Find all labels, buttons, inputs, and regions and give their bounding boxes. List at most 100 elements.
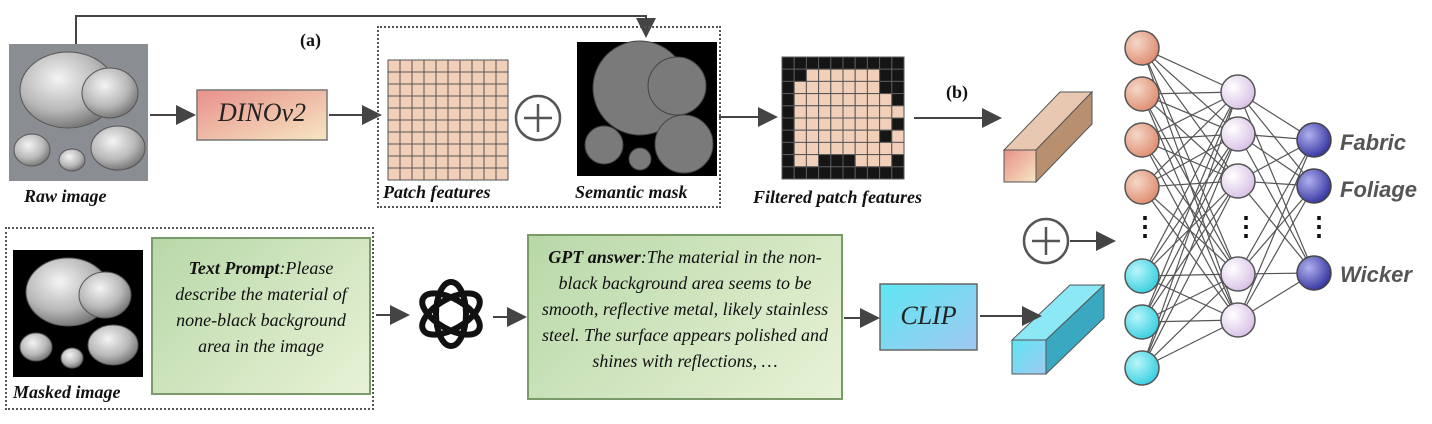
gpt-answer-box: GPT answer:The material in the non-black… (527, 234, 843, 400)
filtered-cell (842, 68, 856, 82)
filtered-cell (830, 129, 844, 143)
filtered-cell (830, 68, 844, 82)
filtered-cell (781, 93, 795, 107)
raw-image-label: Raw image (24, 186, 107, 206)
filtered-cell (793, 154, 807, 168)
filtered-cell (842, 166, 856, 180)
filtered-cell (854, 56, 868, 70)
filtered-cell (781, 56, 795, 70)
filtered-cell (830, 105, 844, 119)
gpt-answer-body: :The material in the non-black backgroun… (541, 247, 829, 371)
filtered-cell (805, 105, 820, 119)
input-node (1124, 350, 1160, 386)
filtered-cell (854, 68, 868, 82)
output-node (1296, 122, 1332, 158)
filtered-cell (793, 56, 807, 70)
filtered-cell (891, 80, 905, 95)
filtered-cell (879, 129, 893, 143)
filtered-cell (842, 93, 856, 107)
filtered-cell (854, 93, 868, 107)
masked-prompt-group (5, 227, 374, 410)
filtered-cell (866, 105, 881, 119)
input-node (1124, 76, 1160, 112)
filtered-cell (866, 68, 881, 82)
filtered-cell (842, 141, 856, 156)
filtered-cell (842, 129, 856, 143)
filtered-cell (781, 129, 795, 143)
dinov2-label: DINOv2 (217, 98, 307, 127)
filtered-cell (866, 80, 881, 95)
output-node (1296, 255, 1332, 291)
filtered-cell (891, 129, 905, 143)
label-a: (a) (300, 30, 321, 50)
filtered-cell (781, 80, 795, 95)
filtered-cell (842, 80, 856, 95)
patch-features-label: Patch features (383, 182, 491, 202)
filtered-cell (854, 105, 868, 119)
masked-image-label: Masked image (13, 382, 121, 402)
filtered-cell (818, 93, 832, 107)
filtered-cell (793, 117, 807, 131)
masked-image (13, 250, 143, 377)
filtered-cell (842, 56, 856, 70)
filtered-cell (781, 105, 795, 119)
filtered-cell (818, 68, 832, 82)
text-prompt-title: Text Prompt (188, 258, 280, 278)
filtered-cell (854, 141, 868, 156)
filtered-cell (891, 166, 905, 180)
filtered-cell (818, 56, 832, 70)
filtered-cell (830, 166, 844, 180)
filtered-cell (866, 93, 881, 107)
filtered-cell (805, 154, 820, 168)
filtered-cell (879, 166, 893, 180)
output-ellipsis: ⋮ (1306, 212, 1332, 241)
output-label-foliage: Foliage (1340, 177, 1418, 202)
clip-box (879, 283, 978, 351)
filtered-cell (879, 56, 893, 70)
output-label-fabric: Fabric (1340, 130, 1407, 155)
raw-image (9, 44, 148, 181)
filtered-cell (854, 129, 868, 143)
patch-mask-group (377, 26, 721, 208)
filtered-cell (830, 154, 844, 168)
filtered-cell (891, 117, 905, 131)
filtered-cell (866, 141, 881, 156)
filtered-cell (793, 80, 807, 95)
filtered-cell (866, 129, 881, 143)
filtered-patch-features-label: Filtered patch features (753, 187, 922, 207)
filtered-cell (781, 117, 795, 131)
label-b: (b) (946, 82, 968, 102)
filtered-cell (879, 93, 893, 107)
text-prompt-box: Text Prompt:Please describe the material… (151, 237, 371, 395)
filtered-cell (866, 56, 881, 70)
hidden-node (1220, 116, 1256, 152)
gpt-answer-title: GPT answer (548, 247, 641, 267)
filtered-cell (891, 56, 905, 70)
input-node (1124, 122, 1160, 158)
filtered-cell (830, 93, 844, 107)
filtered-cell (879, 68, 893, 82)
filtered-cell (793, 105, 807, 119)
filtered-cell (793, 141, 807, 156)
filtered-cell (830, 117, 844, 131)
filtered-cell (805, 93, 820, 107)
input-ellipsis: ⋮ (1132, 212, 1158, 241)
filtered-cell (793, 68, 807, 82)
hidden-ellipsis: ⋮ (1233, 212, 1259, 241)
filtered-cell (805, 68, 820, 82)
filtered-cell (818, 129, 832, 143)
patch-features-grid (387, 59, 509, 181)
text-feature-prism (1010, 283, 1106, 376)
filtered-cell (805, 80, 820, 95)
filtered-cell (781, 154, 795, 168)
filtered-cell (891, 68, 905, 82)
filtered-cell (793, 166, 807, 180)
hidden-node (1220, 74, 1256, 110)
input-node (1124, 258, 1160, 294)
dinov2-box (196, 89, 328, 141)
patch-cell (495, 167, 509, 181)
filtered-cell (781, 141, 795, 156)
filtered-cell (866, 166, 881, 180)
filtered-cell (805, 56, 820, 70)
filtered-cell (866, 154, 881, 168)
